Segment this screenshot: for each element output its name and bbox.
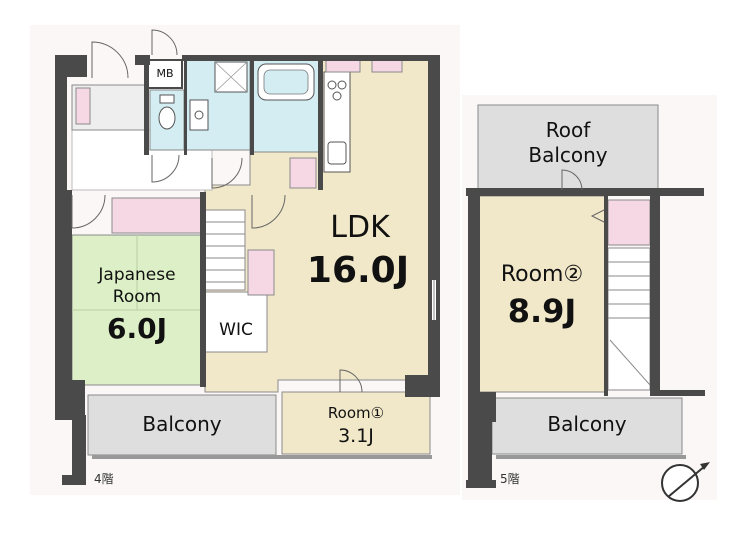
wic-label: WIC	[219, 320, 253, 340]
floor-5-plan	[466, 104, 710, 502]
stairs-icon	[204, 209, 246, 291]
toilet-icon	[158, 106, 176, 130]
japanese-room-label-line2: Room	[112, 287, 162, 307]
room2-floor	[477, 195, 607, 393]
stairs-icon	[607, 247, 651, 391]
balcony-5f-label: Balcony	[547, 412, 627, 436]
compass-icon	[661, 462, 710, 502]
kitchen-sink-icon	[327, 141, 347, 165]
walk-in-closet	[204, 291, 268, 353]
room2-size: 8.9J	[507, 292, 577, 330]
floor-4-plan	[55, 29, 440, 485]
balcony-5f	[491, 397, 683, 455]
roof-balcony-label-line1: Roof	[545, 118, 591, 142]
washbasin-icon	[189, 99, 209, 131]
floor-5-label: 5階	[500, 472, 520, 486]
japanese-room-closet	[111, 197, 203, 234]
door-swing-icon	[71, 29, 363, 393]
balcony-4f-label: Balcony	[142, 412, 222, 436]
kitchen-stove-icon	[327, 80, 337, 90]
room2-label: Room②	[500, 262, 584, 287]
roof-balcony-label-line2: Balcony	[528, 143, 608, 167]
room1-label: Room①	[327, 404, 385, 422]
balcony-4f	[87, 394, 277, 456]
mb-label: MB	[156, 67, 174, 80]
room1-size: 3.1J	[338, 425, 374, 447]
roof-balcony-floor	[477, 104, 659, 191]
ldk-size: 16.0J	[306, 250, 410, 291]
japanese-room-size: 6.0J	[106, 312, 168, 345]
floor-4-label: 4階	[94, 472, 114, 486]
japanese-room-label-line1: Japanese	[98, 265, 176, 285]
room1-floor	[281, 391, 431, 455]
ldk-label: LDK	[330, 210, 390, 245]
